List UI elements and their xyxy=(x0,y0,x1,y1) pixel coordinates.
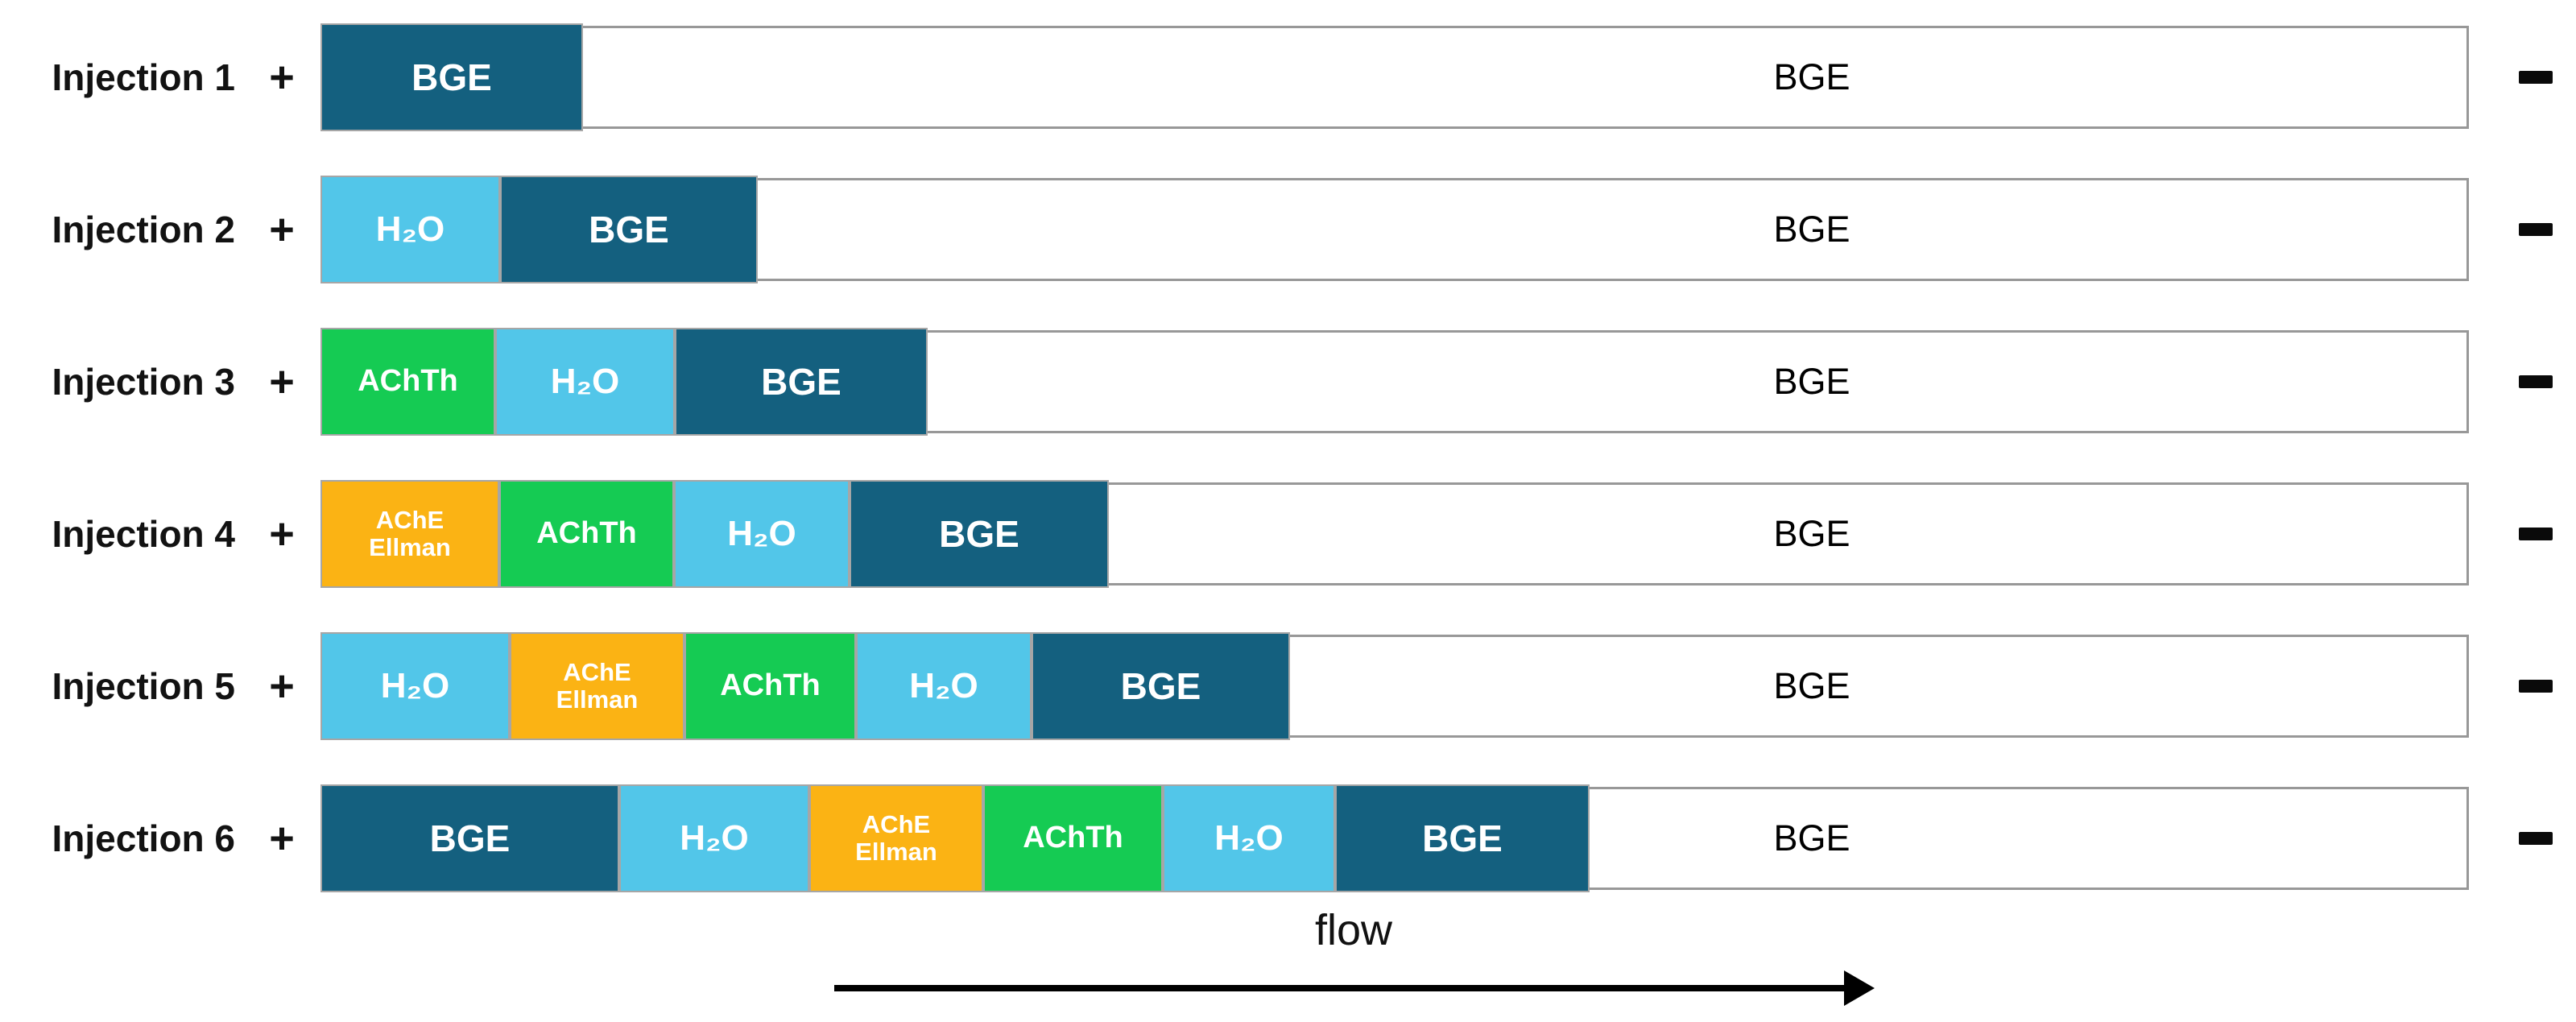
plug-segment-achth: AChTh xyxy=(320,328,495,436)
injection-label: Injection 2 xyxy=(52,209,235,250)
cathode-minus-sign xyxy=(2519,528,2553,540)
capillary-bar: BGE BGE xyxy=(320,23,2469,131)
plug-segment-ache: AChE Ellman xyxy=(320,480,499,588)
anode-plus-sign: + xyxy=(269,53,295,101)
bge-channel-label: BGE xyxy=(1773,209,1850,250)
bge-channel-label: BGE xyxy=(1773,56,1850,97)
cathode-minus-sign xyxy=(2519,680,2553,693)
bge-channel-label: BGE xyxy=(1773,817,1850,859)
plug-segment-bge: BGE xyxy=(675,328,928,436)
plug-segment-h2o: H₂O xyxy=(856,632,1032,740)
injection-label: Injection 6 xyxy=(52,817,235,859)
flow-arrow-head-icon xyxy=(1844,970,1875,1006)
plug-segment-h2o: H₂O xyxy=(1163,784,1335,892)
plug-segment-bge: BGE xyxy=(320,23,583,131)
plug-segment-achth: AChTh xyxy=(983,784,1163,892)
plug-segment-h2o: H₂O xyxy=(619,784,809,892)
bge-channel-label: BGE xyxy=(1773,513,1850,554)
bge-channel-label: BGE xyxy=(1773,665,1850,706)
plug-segment-h2o: H₂O xyxy=(674,480,850,588)
flow-label: flow xyxy=(1314,906,1393,954)
injection-label: Injection 3 xyxy=(52,361,235,403)
cathode-minus-sign xyxy=(2519,223,2553,236)
plug-segment-ache: AChE Ellman xyxy=(510,632,684,740)
plug-segment-achth: AChTh xyxy=(499,480,674,588)
plug-segment-bge: BGE xyxy=(850,480,1109,588)
injection-label: Injection 4 xyxy=(52,513,235,555)
plug-segment-bge: BGE xyxy=(1335,784,1590,892)
injection-label: Injection 5 xyxy=(52,665,235,707)
flow-arrow-line xyxy=(834,985,1846,991)
anode-plus-sign: + xyxy=(269,814,295,863)
plug-segment-achth: AChTh xyxy=(684,632,856,740)
plug-segment-ache: AChE Ellman xyxy=(809,784,983,892)
plug-segment-bge: BGE xyxy=(500,176,758,283)
anode-plus-sign: + xyxy=(269,205,295,254)
plug-segment-h2o: H₂O xyxy=(495,328,675,436)
plug-segment-h2o: H₂O xyxy=(320,176,500,283)
bge-channel-label: BGE xyxy=(1773,361,1850,402)
injection-row: Injection 1 + BGE BGE xyxy=(0,23,2576,131)
anode-plus-sign: + xyxy=(269,662,295,710)
anode-plus-sign: + xyxy=(269,510,295,558)
cathode-minus-sign xyxy=(2519,71,2553,84)
plug-segment-h2o: H₂O xyxy=(320,632,510,740)
plug-segment-bge: BGE xyxy=(320,784,619,892)
anode-plus-sign: + xyxy=(269,358,295,406)
injection-label: Injection 1 xyxy=(52,56,235,98)
cathode-minus-sign xyxy=(2519,375,2553,388)
plug-segment-bge: BGE xyxy=(1032,632,1290,740)
cathode-minus-sign xyxy=(2519,832,2553,845)
